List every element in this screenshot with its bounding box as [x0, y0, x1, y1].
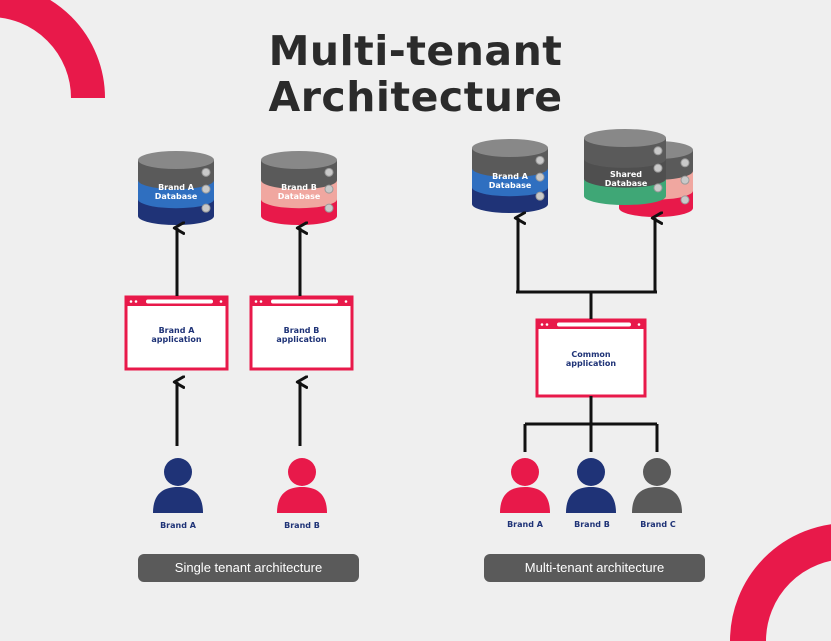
- user-icon-brand-c-multi: [632, 458, 682, 513]
- user-icon-brand-b-multi: [566, 458, 616, 513]
- db-cylinder-brand-a-multi: [472, 139, 548, 213]
- page-title-line-1: Multi-tenant: [268, 27, 563, 75]
- user-icon-brand-a-single: [153, 458, 203, 513]
- user-icon-brand-b-single: [277, 458, 327, 513]
- user-icon-brand-a-multi: [500, 458, 550, 513]
- single-tenant-caption: Single tenant architecture: [138, 554, 359, 582]
- app-window-common: [535, 318, 647, 398]
- app-window-brand-a: [124, 295, 229, 371]
- user-label-brand-b-multi: Brand B: [574, 520, 610, 529]
- db-cylinder-brand-a-single: [138, 151, 214, 225]
- multi-tenant-caption: Multi-tenant architecture: [484, 554, 705, 582]
- db-cylinder-brand-b-single: [261, 151, 337, 225]
- app-window-brand-b: [249, 295, 354, 371]
- user-label-brand-a-single: Brand A: [160, 521, 196, 530]
- corner-arc-top-left: [0, 0, 105, 99]
- corner-arc-bottom-right: [730, 524, 831, 641]
- page-title-line-2: Architecture: [268, 73, 563, 121]
- user-label-brand-a-multi: Brand A: [507, 520, 543, 529]
- user-label-brand-c-multi: Brand C: [640, 520, 676, 529]
- db-cylinder-shared: [584, 129, 666, 205]
- user-label-brand-b-single: Brand B: [284, 521, 320, 530]
